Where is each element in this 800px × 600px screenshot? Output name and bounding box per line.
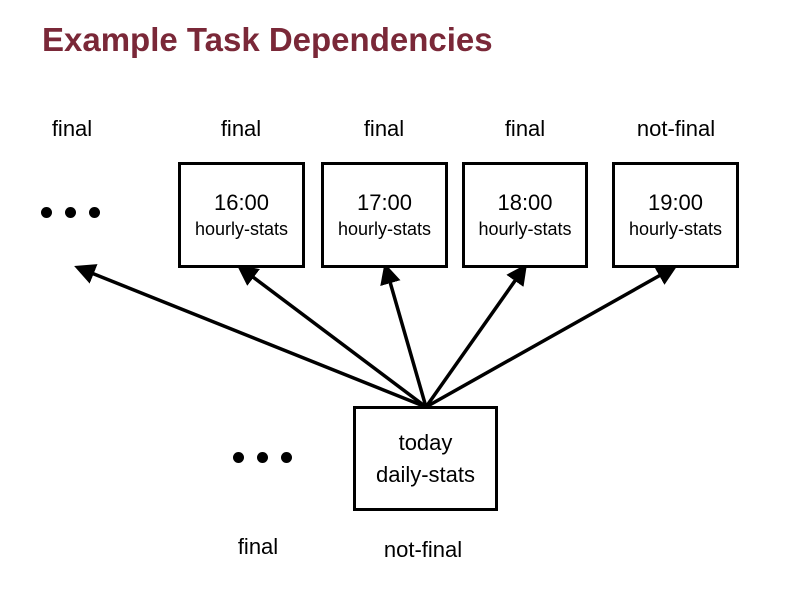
status-label-19-00: not-final <box>636 116 716 141</box>
status-label-17-00: final <box>363 116 405 141</box>
task-box-18-00: 18:00 hourly-stats <box>462 162 588 268</box>
task-time: 16:00 <box>213 190 270 215</box>
arrow-to-ellipsis <box>74 264 427 409</box>
task-name: hourly-stats <box>478 219 572 239</box>
task-time: 17:00 <box>356 190 413 215</box>
task-time: today <box>398 429 453 455</box>
page-title: Example Task Dependencies <box>42 21 493 58</box>
task-name: hourly-stats <box>194 219 289 239</box>
ellipsis-dot <box>89 207 100 218</box>
status-label-18-00: final <box>504 116 546 141</box>
ellipsis-hourly <box>41 207 100 218</box>
task-box-17-00: 17:00 hourly-stats <box>321 162 448 268</box>
ellipsis-dot <box>281 452 292 463</box>
arrow-to-16-00 <box>236 264 428 409</box>
arrow-to-19-00 <box>425 265 678 409</box>
task-box-today: today daily-stats <box>353 406 498 511</box>
task-box-19-00: 19:00 hourly-stats <box>612 162 739 268</box>
status-label-ellipsis-daily: final <box>237 534 279 559</box>
task-name: hourly-stats <box>628 219 723 239</box>
task-name: hourly-stats <box>337 219 432 239</box>
status-label-16-00: final <box>220 116 262 141</box>
ellipsis-dot <box>257 452 268 463</box>
task-box-16-00: 16:00 hourly-stats <box>178 162 305 268</box>
status-label-today: not-final <box>383 537 463 562</box>
ellipsis-daily <box>233 452 292 463</box>
task-time: 19:00 <box>647 190 704 215</box>
arrow-to-17-00 <box>380 262 428 408</box>
task-name: daily-stats <box>375 461 476 487</box>
status-label-ellipsis-hourly: final <box>51 116 93 141</box>
ellipsis-dot <box>233 452 244 463</box>
arrow-to-18-00 <box>424 263 528 409</box>
ellipsis-dot <box>41 207 52 218</box>
ellipsis-dot <box>65 207 76 218</box>
task-time: 18:00 <box>497 190 553 215</box>
